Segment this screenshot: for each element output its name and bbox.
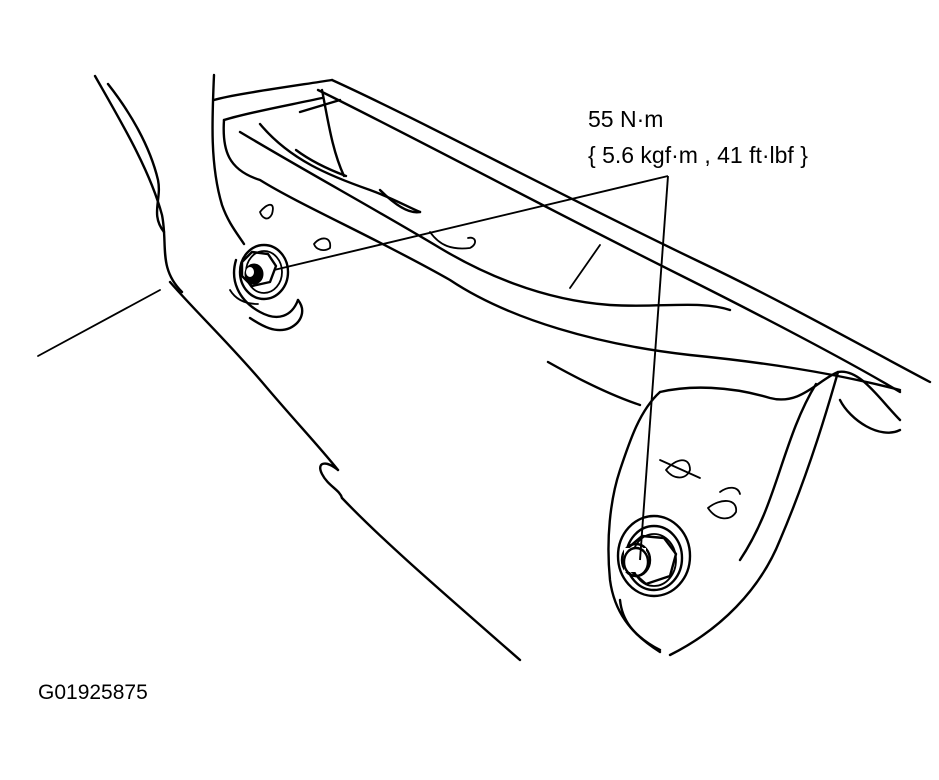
torque-leader-lines [273, 175, 669, 561]
cross-beam [212, 78, 932, 394]
right-bracket [546, 360, 902, 657]
torque-value-alt-units: { 5.6 kgf·m , 41 ft·lbf } [588, 142, 808, 168]
left-frame-member [37, 73, 522, 662]
left-bolt-mount [229, 243, 304, 332]
figure-id: G01925875 [38, 681, 148, 704]
torque-value-nm: 55 N·m [588, 106, 664, 132]
